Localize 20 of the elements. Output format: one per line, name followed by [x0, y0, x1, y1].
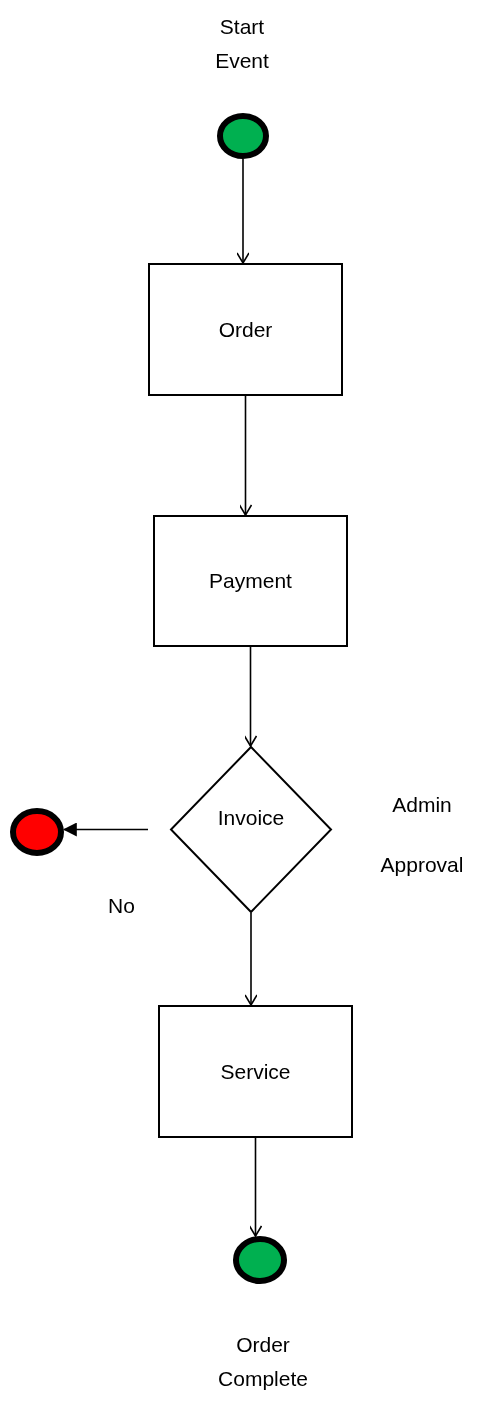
event-label: Admin Approval — [379, 792, 465, 878]
event-circle — [233, 1236, 287, 1284]
event-label: Start Event — [214, 14, 270, 74]
process-box — [158, 1005, 353, 1138]
arrow — [236, 158, 250, 264]
arrow — [243, 646, 258, 747]
arrow — [248, 1137, 263, 1237]
event-circle — [10, 808, 64, 856]
process-box — [153, 515, 348, 647]
arrow — [244, 912, 258, 1006]
arrow — [62, 822, 149, 837]
process-label: Payment — [209, 569, 292, 593]
process-box — [148, 263, 343, 396]
event-label: Order Complete — [217, 1332, 309, 1392]
decision-label: Invoice — [217, 805, 285, 830]
arrow — [238, 395, 253, 516]
process-label: Service — [220, 1059, 291, 1084]
event-circle — [217, 113, 269, 159]
process-label: Order — [218, 317, 273, 342]
decision-diamond — [170, 746, 332, 913]
